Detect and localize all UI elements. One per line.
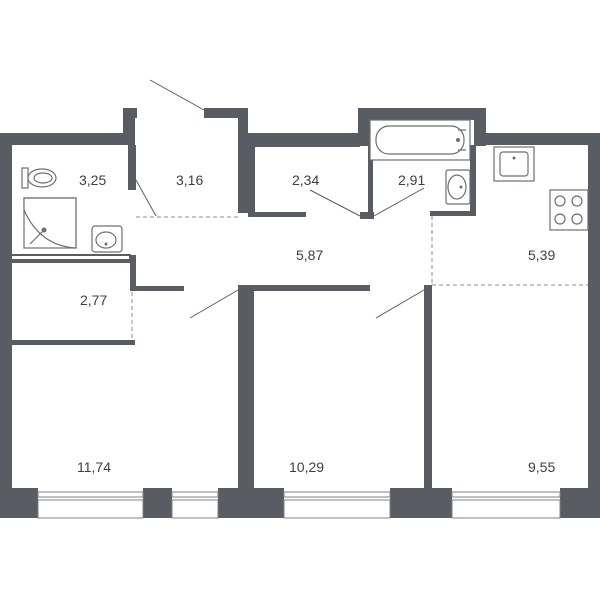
area-bathroom: 3,25 [79,172,106,188]
sink-icon-bath [445,169,471,205]
area-toilet: 2,34 [292,172,319,188]
sink-icon [91,225,123,253]
dashed-boundaries [131,216,588,340]
area-living: 9,55 [528,459,555,475]
bathtub-icon [369,119,471,161]
windows [37,491,561,519]
area-bedroom-mid: 10,29 [289,459,324,475]
area-bedroom-left: 11,74 [77,459,111,475]
toilet-icon [21,167,57,189]
door-swings [135,79,425,319]
area-labels: 3,25 3,16 2,34 2,91 5,87 5,39 2,77 11,74… [77,172,555,475]
kitchen-sink-icon [493,146,535,182]
stove-icon [549,189,589,231]
shower-icon [23,197,77,249]
area-hall: 5,87 [296,247,323,263]
area-closet: 2,77 [80,292,107,308]
area-bath: 2,91 [398,172,425,188]
area-kitchen: 5,39 [528,247,555,263]
interior-walls [12,145,476,490]
area-corridor: 3,16 [176,172,203,188]
outer-walls [0,108,600,518]
